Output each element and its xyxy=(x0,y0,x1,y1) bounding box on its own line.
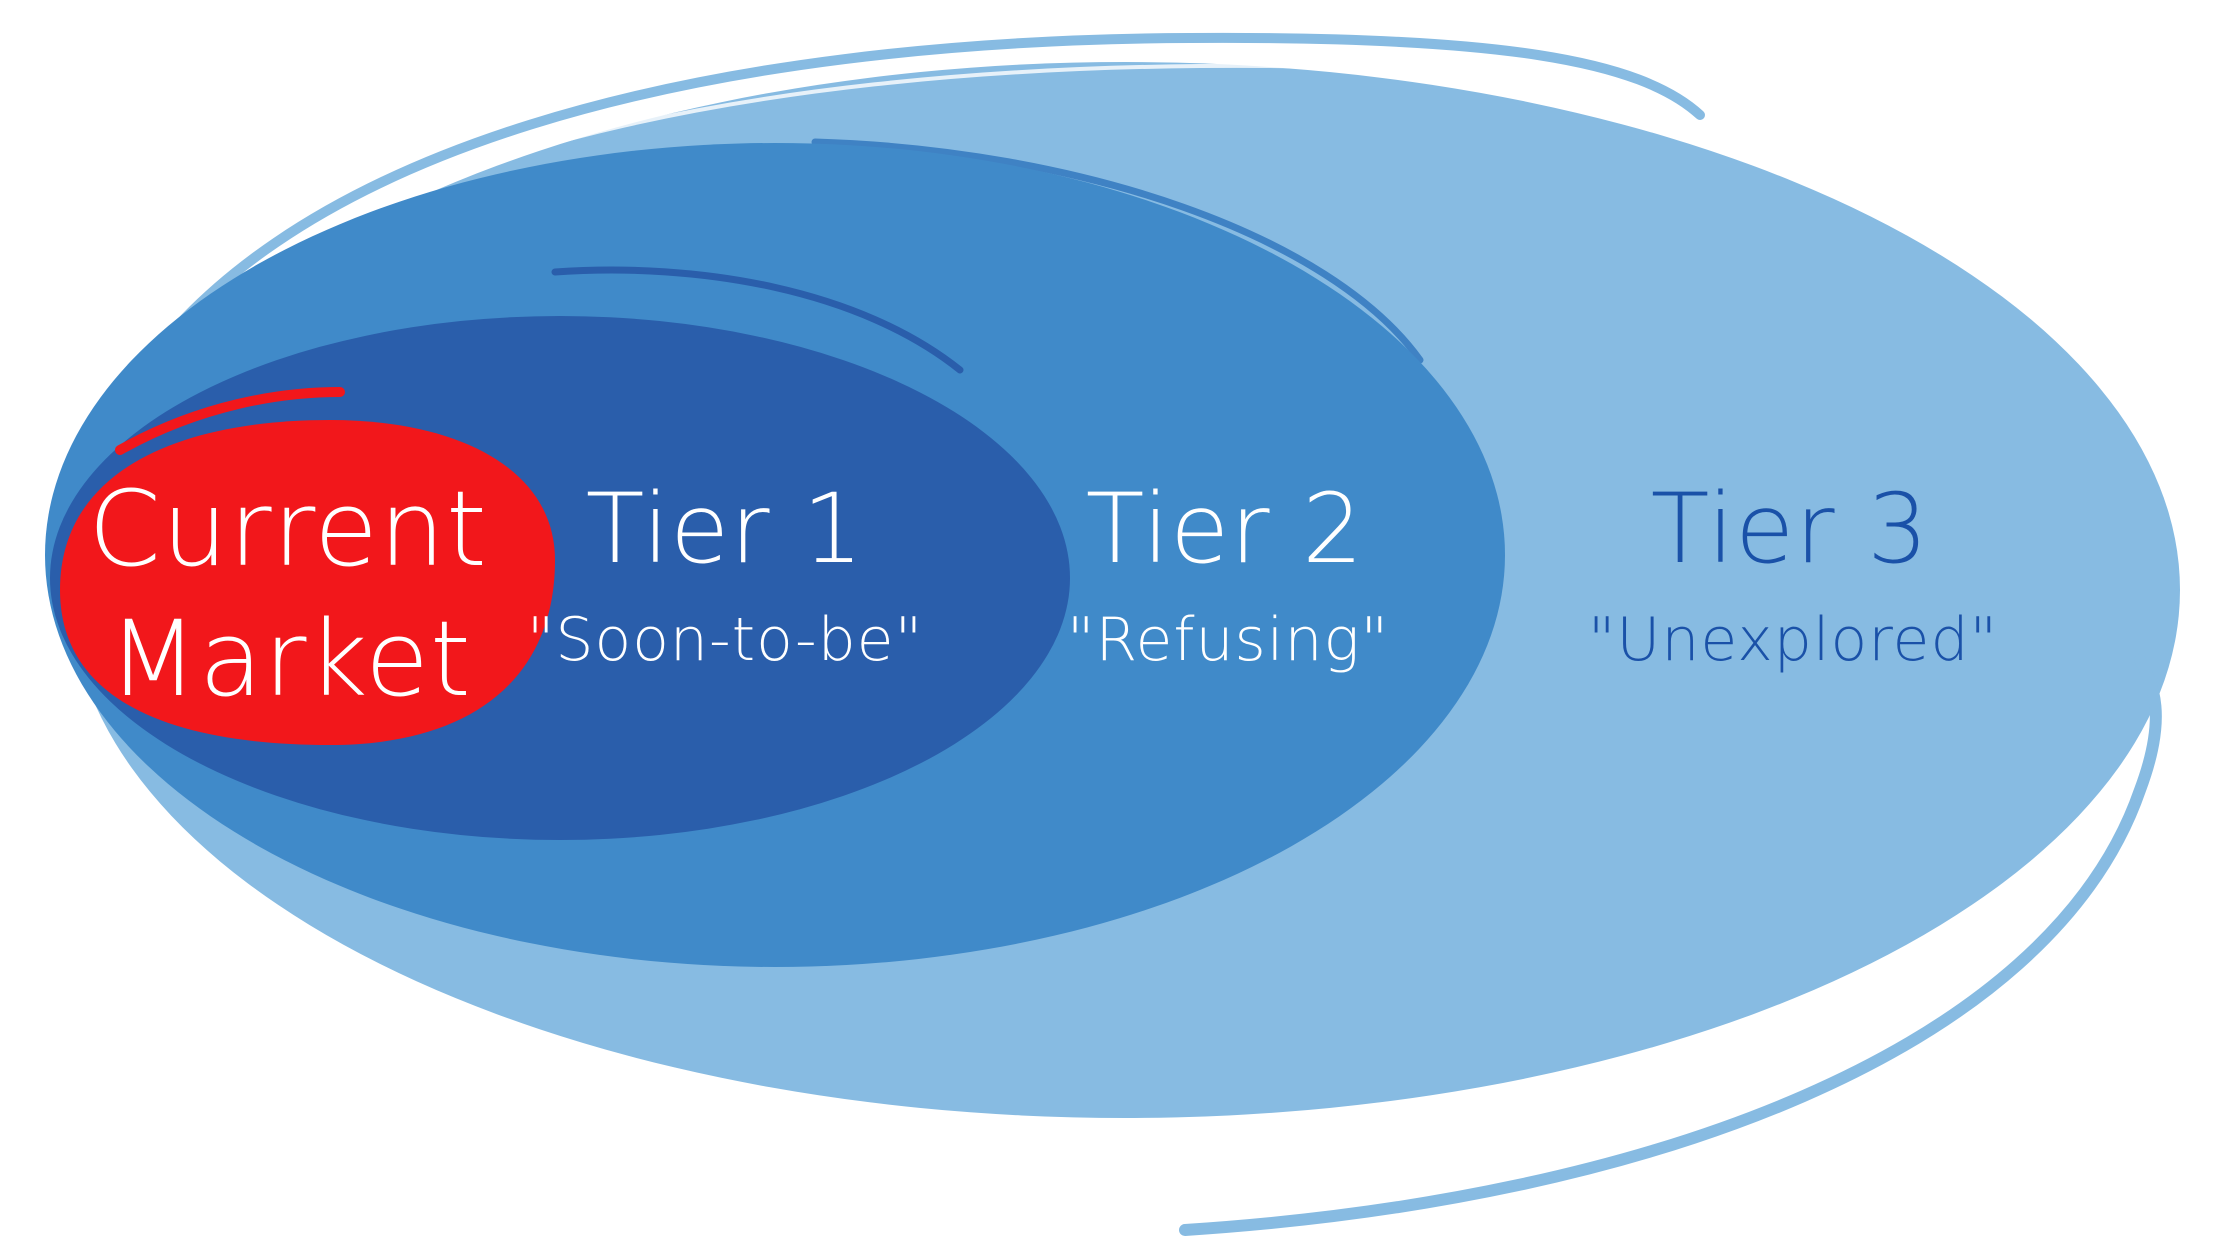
current-market-region xyxy=(60,387,555,745)
tier-3-subtitle: "Unexplored" xyxy=(1588,605,1998,675)
tier-2-subtitle: "Refusing" xyxy=(1067,605,1389,675)
tier-3-sketch-stroke-bottom xyxy=(1179,654,2162,1236)
current-market-label-line1: Current xyxy=(88,468,487,590)
tier-2-label: Tier 2 xyxy=(1086,473,1364,585)
current-market-label-line2: Market xyxy=(108,598,472,720)
tier-3-sketch-stroke-top xyxy=(105,32,1705,425)
tier-1-label: Tier 1 xyxy=(586,473,864,585)
tier-3-label: Tier 3 xyxy=(1651,473,1929,585)
current-market-blob xyxy=(60,420,555,745)
tier-1-subtitle: "Soon-to-be" xyxy=(527,605,923,675)
current-market-sketch-stroke xyxy=(115,387,345,455)
tier-2-sketch-stroke xyxy=(551,266,964,374)
labels: Current Market Tier 1 "Soon-to-be" Tier … xyxy=(88,468,1998,720)
tier-3-sketch-stroke-inner xyxy=(811,138,1424,364)
